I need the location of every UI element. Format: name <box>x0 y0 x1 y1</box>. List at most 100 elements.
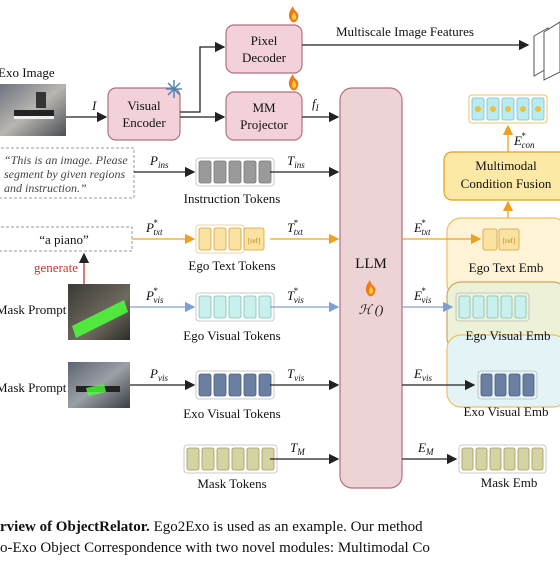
mm-projector-label-2: Projector <box>240 117 288 132</box>
token-dot <box>490 106 496 112</box>
instruction-line-3: and instruction.” <box>4 181 87 195</box>
symbol-I: I <box>91 98 97 113</box>
ref-token <box>243 227 265 251</box>
symbol-T-txt: T*txt <box>287 218 303 237</box>
instruction-line-1: “This is an image. Please <box>4 153 128 167</box>
token <box>228 373 242 397</box>
instruction-box <box>0 147 135 199</box>
instruction-tokens <box>195 157 275 187</box>
token <box>500 295 513 319</box>
arrow-encoder-to-decoder <box>180 41 226 113</box>
econ-tokens <box>468 94 548 124</box>
fire-icon <box>288 6 299 23</box>
symbol-T-ins: Tins <box>287 153 305 170</box>
fire-icon <box>288 74 299 91</box>
token <box>458 295 471 319</box>
symbol-T-vis: Tvis <box>287 366 305 383</box>
token <box>216 447 230 471</box>
exo-visual-emb-label: Exo Visual Emb <box>464 404 549 419</box>
token <box>228 227 242 251</box>
token <box>461 447 474 471</box>
token-strip-frame <box>477 370 538 400</box>
token <box>243 295 257 319</box>
token <box>514 295 527 319</box>
token-strip-frame <box>468 94 548 124</box>
caption-line-1: rview of ObjectRelator. Ego2Exo is used … <box>0 518 560 537</box>
pixel-decoder-label-2: Decoder <box>242 50 287 65</box>
token <box>198 373 212 397</box>
exo-mask-image <box>68 362 130 408</box>
mask-tokens-label: Mask Tokens <box>197 476 266 491</box>
token <box>517 447 530 471</box>
llm-function-symbol: ℋ () <box>359 302 384 317</box>
token <box>489 447 502 471</box>
symbol-E-vis-ego: E*vis <box>413 286 432 305</box>
token-dot <box>535 106 541 112</box>
instruction-line-2: segment by given regions <box>4 167 126 181</box>
caption-bold: rview of ObjectRelator. <box>0 519 150 535</box>
text-prompt: “a piano” <box>39 232 89 247</box>
exo-image-label: Exo Image <box>0 65 55 80</box>
token <box>231 447 245 471</box>
snowflake-icon <box>166 80 182 98</box>
ego-visual-tokens <box>195 292 275 322</box>
token <box>213 160 227 184</box>
symbol-fI: fI <box>312 96 320 113</box>
mm-projector-box <box>225 91 303 141</box>
symbol-T-M: TM <box>290 440 305 457</box>
token <box>531 447 544 471</box>
caption-line-2: o-Exo Object Correspondence with two nov… <box>0 540 430 556</box>
fire-icon <box>365 280 376 297</box>
token <box>243 373 257 397</box>
token-strip-frame <box>455 292 530 322</box>
ego-visual-emb-tokens <box>455 292 530 322</box>
symbol-E-con: E*con <box>513 131 535 150</box>
token <box>258 160 272 184</box>
symbol-P-ins: Pins <box>149 153 169 170</box>
ego-text-tokens-label: Ego Text Tokens <box>188 258 275 273</box>
token <box>480 373 493 397</box>
pixel-decoder-label-1: Pixel <box>251 33 278 48</box>
ego-mask-prompt-label: Mask Prompt <box>0 302 67 317</box>
visual-encoder-label-1: Visual <box>127 98 161 113</box>
token <box>213 295 227 319</box>
exo-visual-emb-tokens <box>477 370 538 400</box>
token-dot <box>505 106 511 112</box>
mask-emb-tokens <box>458 444 547 474</box>
exo-image <box>0 84 66 136</box>
token <box>198 295 212 319</box>
token <box>508 373 521 397</box>
token <box>243 160 257 184</box>
token <box>258 373 272 397</box>
ego-image <box>68 284 130 340</box>
multiscale-features-label: Multiscale Image Features <box>336 24 474 39</box>
visual-encoder-label-2: Encoder <box>122 115 166 130</box>
mask-emb-label: Mask Emb <box>481 475 538 490</box>
token-strip-frame <box>458 444 547 474</box>
generate-label: generate <box>34 260 78 275</box>
visual-encoder-box <box>107 87 181 141</box>
mm-projector-label-1: MM <box>252 100 276 115</box>
token <box>522 373 535 397</box>
ego-visual-emb-label: Ego Visual Emb <box>466 328 551 343</box>
token <box>258 295 272 319</box>
emb-ref-tag: [ref] <box>503 237 515 245</box>
mask-tokens <box>183 444 278 474</box>
symbol-P-txt: P*txt <box>145 218 163 237</box>
token <box>503 447 516 471</box>
symbol-E-txt: E*txt <box>413 218 431 237</box>
token <box>486 295 499 319</box>
token <box>228 160 242 184</box>
token <box>475 447 488 471</box>
ref-tag-token: [ref] <box>248 237 260 245</box>
token-dot <box>520 106 526 112</box>
symbol-E-vis: Evis <box>413 366 432 383</box>
ego-text-tokens <box>195 224 265 254</box>
mcf-label-1: Multimodal <box>475 158 537 173</box>
ego-text-emb-token <box>482 228 520 251</box>
token <box>201 447 215 471</box>
token <box>472 295 485 319</box>
symbol-P-vis: Pvis <box>149 366 168 383</box>
ego-text-emb-label: Ego Text Emb <box>469 260 544 275</box>
